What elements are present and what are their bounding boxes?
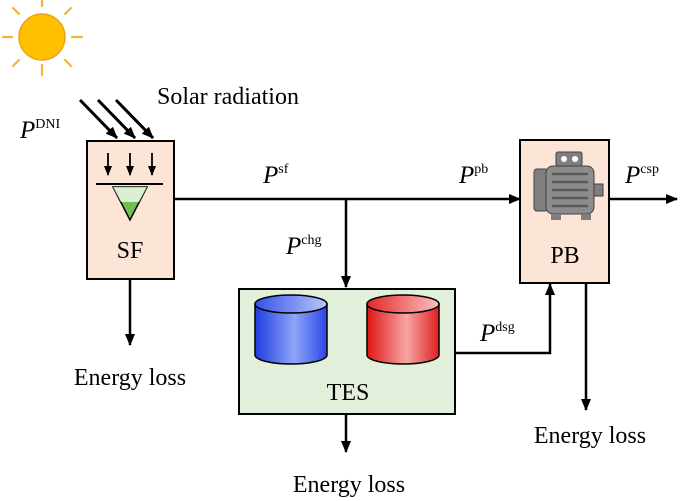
- solar-radiation-label: Solar radiation: [157, 84, 299, 110]
- motor-icon: [533, 151, 604, 220]
- p-sf-label: Psf: [262, 162, 289, 189]
- tes-energy-loss-label: Energy loss: [293, 472, 405, 498]
- discharge-arrow: [455, 283, 555, 355]
- solar-collector-icon: [96, 153, 163, 222]
- pb-label: PB: [550, 243, 579, 269]
- p-csp-label: Pcsp: [624, 162, 659, 189]
- hot-tank-icon: [366, 294, 440, 365]
- solar-radiation-arrows: [78, 98, 155, 140]
- sf-energy-loss-label: Energy loss: [74, 365, 186, 391]
- tes-label: TES: [327, 380, 370, 406]
- p-dsg-label: Pdsg: [479, 320, 515, 347]
- sun-icon: [1, 0, 84, 77]
- p-dni-label: PDNI: [19, 117, 61, 144]
- sf-label: SF: [117, 238, 144, 264]
- pb-energy-loss-label: Energy loss: [534, 423, 646, 449]
- p-pb-label: Ppb: [458, 162, 488, 189]
- p-chg-label: Pchg: [285, 233, 322, 260]
- cold-tank-icon: [254, 294, 328, 365]
